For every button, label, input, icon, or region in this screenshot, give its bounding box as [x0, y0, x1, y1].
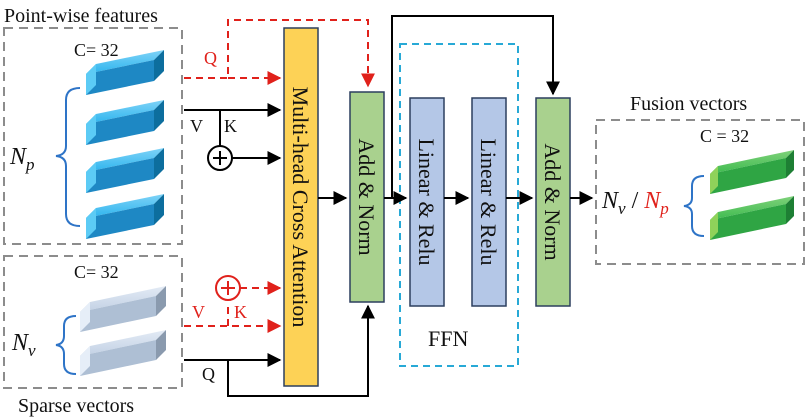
point-wise-features-title: Point-wise features: [4, 5, 158, 27]
sparse-vectors-title: Sparse vectors: [18, 395, 134, 417]
n-v-label: Nv: [11, 330, 36, 360]
point-feature-bar: [86, 194, 164, 239]
k-label-top: K: [224, 116, 237, 136]
v-label-top: V: [190, 116, 203, 136]
q-label-top: Q: [204, 48, 217, 68]
n-p-label: Np: [9, 144, 35, 174]
linear-relu-block-2: [471, 97, 507, 307]
q-label-bottom: Q: [202, 364, 215, 384]
channel-count-label: C = 32: [700, 126, 749, 146]
point-features-brace: [55, 87, 81, 227]
linear-relu-block-1: [409, 97, 445, 307]
add-norm-label-2: Add & Norm: [540, 143, 565, 260]
sparse-vector-bar: [80, 286, 166, 332]
red-plus-icon: [215, 275, 241, 301]
sparse-vector-bars: [80, 286, 166, 376]
point-feature-bars: [86, 50, 164, 239]
fusion-vectors-box: [595, 119, 805, 265]
n-v-n-p-label: Nv / Np: [601, 188, 669, 218]
point-wise-features-box: [3, 27, 183, 245]
channel-count-label: C= 32: [74, 40, 119, 60]
black-plus-icon: [207, 145, 233, 171]
sparse-vectors-box: [3, 255, 183, 389]
point-feature-bar: [86, 100, 164, 145]
k-label-bottom: K: [234, 302, 247, 322]
linear-relu-label-2: Linear & Relu: [476, 138, 501, 265]
point-feature-bar: [86, 148, 164, 193]
red-query-path: [184, 19, 375, 88]
linear-relu-label-1: Linear & Relu: [414, 138, 439, 265]
add-norm-label-1: Add & Norm: [354, 138, 379, 255]
fusion-vector-bar: [710, 150, 794, 194]
red-key-value-path: [184, 281, 282, 333]
black-query-path: [184, 304, 375, 397]
multi-head-cross-attention-label: Multi-head Cross Attention: [288, 87, 313, 328]
sparse-vectors-brace: [55, 315, 77, 375]
fusion-vectors-title: Fusion vectors: [630, 93, 747, 115]
sparse-vector-bar: [80, 330, 166, 376]
fusion-vectors-brace: [683, 175, 705, 237]
v-label-bottom: V: [192, 302, 205, 322]
ffn-label: FFN: [428, 326, 468, 351]
point-feature-bar: [86, 50, 164, 95]
add-norm-block-2: [535, 97, 571, 307]
add-norm-block-1: [349, 91, 385, 303]
multi-head-cross-attention-block: [283, 27, 319, 387]
ffn-box: [399, 43, 519, 367]
black-value-key-path: [184, 103, 282, 165]
fusion-vector-bar: [710, 196, 794, 240]
channel-count-label: C= 32: [74, 262, 119, 282]
fusion-vector-bars: [710, 150, 794, 240]
main-flow-arrows: [318, 15, 594, 205]
